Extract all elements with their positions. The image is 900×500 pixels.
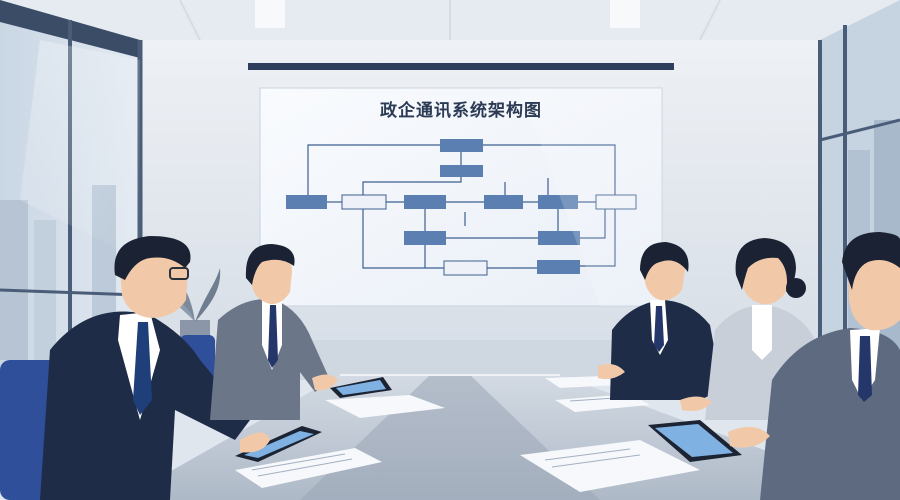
diagram-node: [404, 195, 446, 209]
person-left-center: [210, 244, 338, 420]
person-front-right: [728, 232, 900, 500]
paper-sheet: [545, 376, 618, 388]
left-window: [0, 0, 143, 400]
person-front-left: [40, 236, 270, 500]
diagram-node: [538, 231, 580, 245]
diagram-node: [404, 231, 446, 245]
papers: [235, 376, 700, 492]
ceiling: [0, 0, 900, 41]
paper-sheet: [235, 448, 382, 488]
diagram-node: [484, 195, 523, 209]
tablet: [330, 377, 392, 398]
diagram-node: [440, 165, 483, 177]
projector-rail: [248, 63, 674, 70]
ceiling-light: [255, 0, 285, 28]
paper-sheet: [325, 395, 445, 418]
diagram-node: [341, 194, 387, 210]
diagram-nodes: [286, 139, 637, 276]
diagram-node: [595, 194, 637, 210]
person-right-center: [598, 242, 722, 400]
ceiling-light: [610, 0, 640, 28]
diagram-connectors: [307, 144, 616, 269]
diagram-node: [443, 260, 488, 276]
diagram-node: [538, 195, 578, 209]
projection-screen: [259, 87, 663, 307]
diagram-node: [537, 260, 580, 274]
tablet: [648, 420, 742, 462]
tablets: [235, 377, 742, 462]
diagram-node: [286, 195, 327, 209]
screen-title: 政企通讯系统架构图: [380, 101, 542, 121]
diagram-node: [440, 139, 483, 152]
paper-sheet: [520, 440, 700, 492]
tablet: [235, 426, 322, 462]
